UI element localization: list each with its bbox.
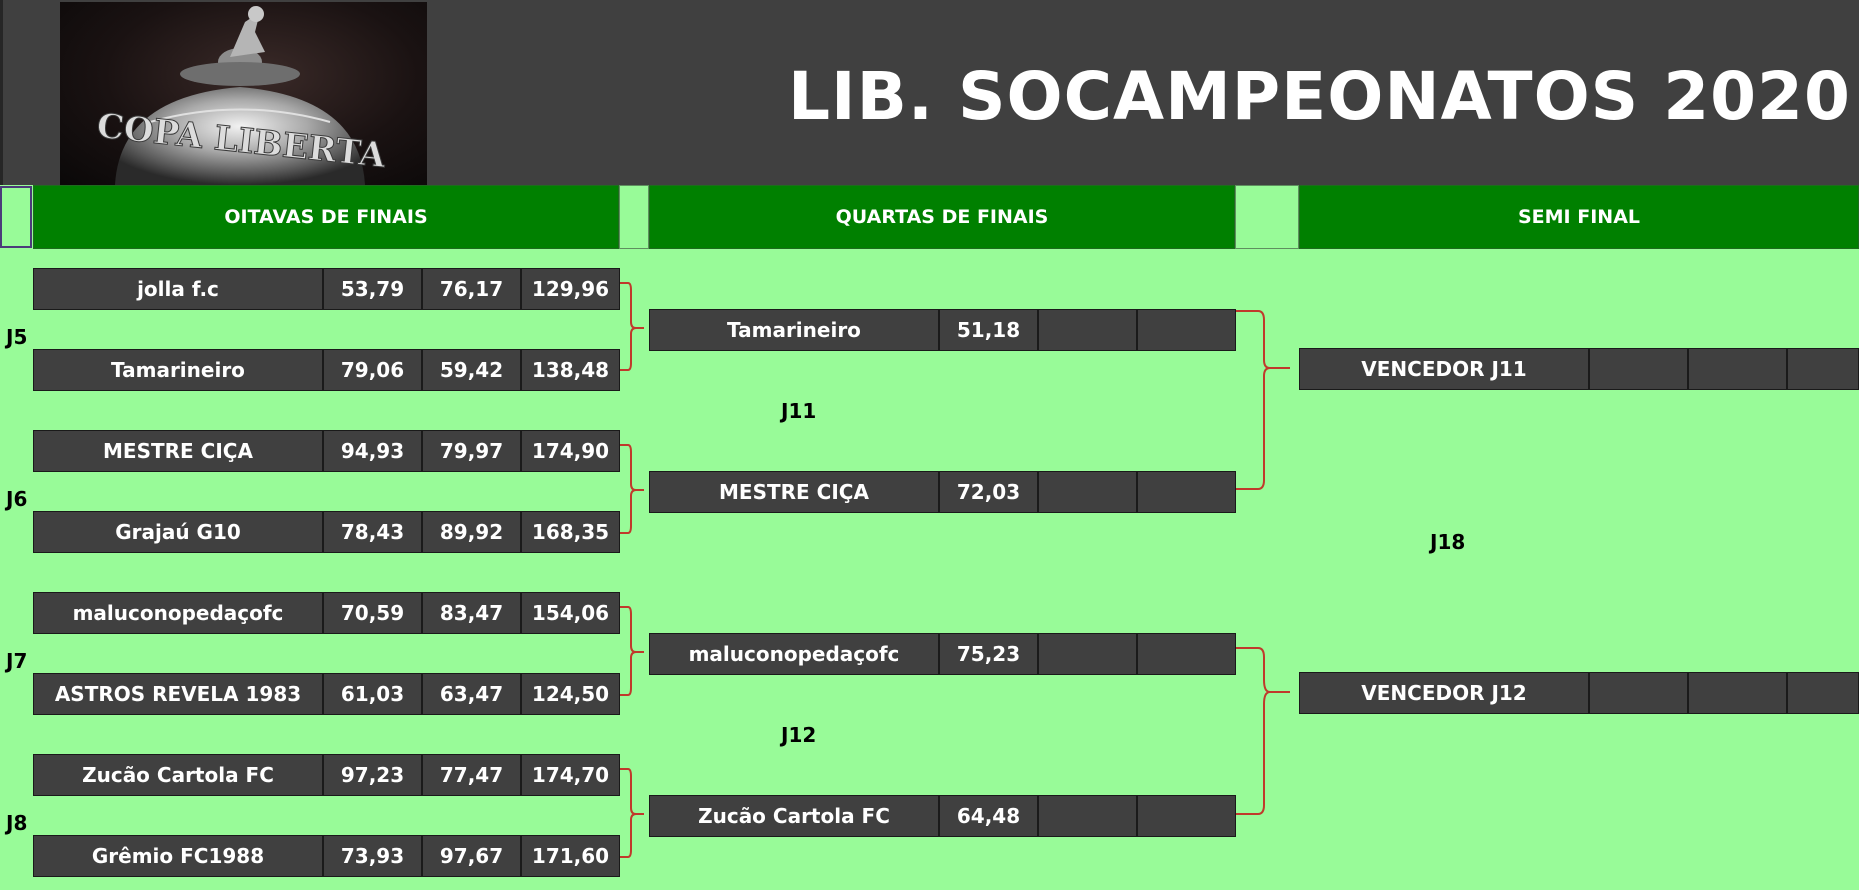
score-leg1-cell[interactable]: 72,03: [939, 471, 1038, 513]
match-row-j6-team2: Grajaú G10 78,43 89,92 168,35: [33, 511, 620, 553]
score-leg2-cell[interactable]: 76,17: [422, 268, 521, 310]
game-label-j7: J7: [6, 649, 28, 673]
game-label-j11: J11: [781, 399, 817, 423]
score-leg1-cell[interactable]: 79,06: [323, 349, 422, 391]
team-name-cell[interactable]: ASTROS REVELA 1983: [33, 673, 323, 715]
score-leg2-cell[interactable]: [1038, 471, 1137, 513]
match-row-j11-team2: MESTRE CIÇA 72,03: [649, 471, 1236, 513]
score-leg2-cell[interactable]: [1038, 309, 1137, 351]
score-leg1-cell[interactable]: 64,48: [939, 795, 1038, 837]
score-leg2-cell[interactable]: 97,67: [422, 835, 521, 877]
score-leg1-cell[interactable]: 61,03: [323, 673, 422, 715]
score-total-cell[interactable]: 174,90: [521, 430, 620, 472]
game-label-j6: J6: [6, 487, 28, 511]
match-row-j12-team1: maluconopedaçofc 75,23: [649, 633, 1236, 675]
match-row-j7-team1: maluconopedaçofc 70,59 83,47 154,06: [33, 592, 620, 634]
round-header-quartas: QUARTAS DE FINAIS: [649, 185, 1235, 249]
match-row-semi-team2: VENCEDOR J12: [1299, 672, 1859, 714]
team-name-cell[interactable]: Tamarineiro: [33, 349, 323, 391]
score-total-cell[interactable]: [1787, 672, 1859, 714]
score-leg1-cell[interactable]: 78,43: [323, 511, 422, 553]
score-leg2-cell[interactable]: 63,47: [422, 673, 521, 715]
score-total-cell[interactable]: [1137, 309, 1236, 351]
team-name-cell[interactable]: maluconopedaçofc: [649, 633, 939, 675]
score-leg1-cell[interactable]: [1589, 672, 1688, 714]
spacer-cell[interactable]: [1235, 185, 1299, 249]
match-row-semi-team1: VENCEDOR J11: [1299, 348, 1859, 390]
score-total-cell[interactable]: [1137, 471, 1236, 513]
game-label-j18: J18: [1430, 530, 1466, 554]
copa-libertadores-trophy-image: COPA LIBERTA: [60, 2, 427, 185]
score-leg1-cell[interactable]: 51,18: [939, 309, 1038, 351]
score-total-cell[interactable]: [1137, 633, 1236, 675]
round-header-semi: SEMI FINAL: [1299, 185, 1859, 249]
score-leg2-cell[interactable]: 79,97: [422, 430, 521, 472]
spacer-cell[interactable]: [619, 185, 649, 249]
game-label-j8: J8: [6, 811, 28, 835]
score-leg1-cell[interactable]: 73,93: [323, 835, 422, 877]
team-name-cell[interactable]: VENCEDOR J12: [1299, 672, 1589, 714]
score-total-cell[interactable]: 138,48: [521, 349, 620, 391]
score-total-cell[interactable]: 124,50: [521, 673, 620, 715]
score-leg1-cell[interactable]: 97,23: [323, 754, 422, 796]
match-row-j7-team2: ASTROS REVELA 1983 61,03 63,47 124,50: [33, 673, 620, 715]
match-row-j8-team1: Zucão Cartola FC 97,23 77,47 174,70: [33, 754, 620, 796]
score-leg1-cell[interactable]: 75,23: [939, 633, 1038, 675]
score-total-cell[interactable]: 174,70: [521, 754, 620, 796]
score-leg2-cell[interactable]: 59,42: [422, 349, 521, 391]
match-row-j11-team1: Tamarineiro 51,18: [649, 309, 1236, 351]
team-name-cell[interactable]: Grajaú G10: [33, 511, 323, 553]
game-label-j12: J12: [781, 723, 817, 747]
round-header-oitavas: OITAVAS DE FINAIS: [33, 185, 619, 249]
score-leg1-cell[interactable]: 70,59: [323, 592, 422, 634]
selected-cell[interactable]: [0, 186, 32, 248]
score-leg2-cell[interactable]: [1688, 348, 1787, 390]
score-total-cell[interactable]: [1787, 348, 1859, 390]
score-leg1-cell[interactable]: 53,79: [323, 268, 422, 310]
match-row-j6-team1: MESTRE CIÇA 94,93 79,97 174,90: [33, 430, 620, 472]
team-name-cell[interactable]: MESTRE CIÇA: [33, 430, 323, 472]
score-leg2-cell[interactable]: 89,92: [422, 511, 521, 553]
score-total-cell[interactable]: 171,60: [521, 835, 620, 877]
team-name-cell[interactable]: maluconopedaçofc: [33, 592, 323, 634]
title-banner: COPA LIBERTA LIB. SOCAMPEONATOS 2020: [0, 0, 1859, 185]
score-total-cell[interactable]: 168,35: [521, 511, 620, 553]
team-name-cell[interactable]: Tamarineiro: [649, 309, 939, 351]
score-leg1-cell[interactable]: 94,93: [323, 430, 422, 472]
team-name-cell[interactable]: Zucão Cartola FC: [33, 754, 323, 796]
score-total-cell[interactable]: 154,06: [521, 592, 620, 634]
match-row-j5-team2: Tamarineiro 79,06 59,42 138,48: [33, 349, 620, 391]
match-row-j8-team2: Grêmio FC1988 73,93 97,67 171,60: [33, 835, 620, 877]
team-name-cell[interactable]: MESTRE CIÇA: [649, 471, 939, 513]
score-leg2-cell[interactable]: [1038, 795, 1137, 837]
page-title: LIB. SOCAMPEONATOS 2020: [788, 58, 1851, 135]
score-total-cell[interactable]: 129,96: [521, 268, 620, 310]
team-name-cell[interactable]: Zucão Cartola FC: [649, 795, 939, 837]
match-row-j5-team1: jolla f.c 53,79 76,17 129,96: [33, 268, 620, 310]
score-total-cell[interactable]: [1137, 795, 1236, 837]
score-leg2-cell[interactable]: 77,47: [422, 754, 521, 796]
match-row-j12-team2: Zucão Cartola FC 64,48: [649, 795, 1236, 837]
score-leg2-cell[interactable]: 83,47: [422, 592, 521, 634]
team-name-cell[interactable]: jolla f.c: [33, 268, 323, 310]
score-leg1-cell[interactable]: [1589, 348, 1688, 390]
score-leg2-cell[interactable]: [1038, 633, 1137, 675]
game-label-j5: J5: [6, 325, 28, 349]
team-name-cell[interactable]: VENCEDOR J11: [1299, 348, 1589, 390]
team-name-cell[interactable]: Grêmio FC1988: [33, 835, 323, 877]
score-leg2-cell[interactable]: [1688, 672, 1787, 714]
